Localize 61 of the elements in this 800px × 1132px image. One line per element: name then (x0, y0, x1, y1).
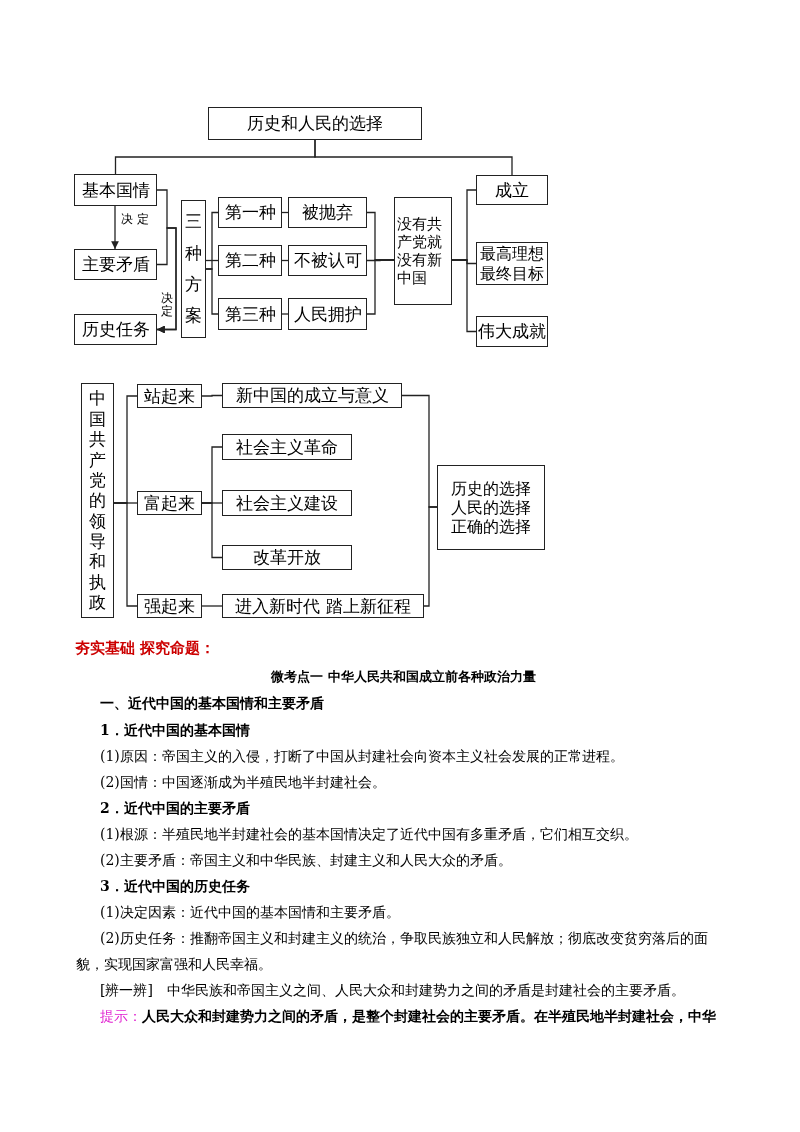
process-box (476, 242, 548, 285)
connector-line (366, 259, 395, 315)
process-box: 成立 (476, 175, 548, 205)
hint-text: 人民大众和封建势力之间的矛盾，是整个封建社会的主要矛盾。在半殖民地半封建社会，中华 (142, 1007, 716, 1026)
connector-line (281, 259, 289, 262)
process-box: 强起来 (137, 594, 202, 618)
connector-line (423, 506, 438, 607)
connector-line (281, 211, 289, 214)
process-box: 富起来 (137, 491, 202, 515)
node-text: 正确的选择 (451, 517, 531, 537)
connector-line (281, 313, 289, 315)
paragraph: (2)国情：中国逐渐成为半殖民地半封建社会。 (99, 773, 387, 792)
arrow (111, 205, 119, 250)
connector-line (113, 502, 138, 607)
process-box: 改革开放 (222, 545, 352, 570)
process-box: 没有共产党就没有新中国 (394, 197, 452, 305)
process-box (437, 465, 545, 550)
node-text: 历史的选择 (451, 478, 531, 498)
subheading: 一、近代中国的基本国情和主要矛盾 (100, 694, 324, 713)
process-box: 进入新时代 踏上新征程 (222, 594, 424, 618)
connector-line (201, 502, 223, 559)
section-heading: 夯实基础 探究命题： (75, 638, 216, 658)
process-box: 伟大成就 (476, 316, 548, 347)
connector-line (205, 268, 219, 315)
vertical-box: 三种方案 (181, 200, 206, 338)
paragraph: (2)历史任务：推翻帝国主义和封建主义的统治，争取民族独立和人民解放；彻底改变贫穷落后的面貌，实现国家富强和人民幸福。 (76, 929, 709, 974)
paragraph: (1)决定因素：近代中国的基本国情和主要矛盾。 (99, 903, 401, 922)
process-box: 第一种 (218, 197, 282, 228)
subheading: 1．近代中国的基本国情 (100, 721, 250, 740)
vertical-box: 中国共产党的领导和执政 (81, 383, 114, 618)
node-text: 最终目标 (480, 263, 544, 283)
paragraph: (1)根源：半殖民地半封建社会的基本国情决定了近代中国有多重矛盾，它们相互交织。 (99, 825, 639, 844)
process-box: 历史和人民的选择 (208, 107, 422, 140)
edge-label: 决定 (161, 292, 173, 318)
process-box: 社会主义建设 (222, 490, 352, 516)
process-box: 第二种 (218, 245, 282, 276)
process-box: 站起来 (137, 384, 202, 408)
process-box: 人民拥护 (288, 298, 367, 330)
process-box: 主要矛盾 (74, 249, 157, 280)
process-box: 基本国情 (74, 174, 157, 206)
process-box: 不被认可 (288, 245, 367, 276)
process-box: 社会主义革命 (222, 434, 352, 460)
connector-line (201, 605, 223, 607)
connector-line (205, 259, 219, 262)
arrow (156, 227, 177, 334)
process-box: 第三种 (218, 298, 282, 330)
paragraph: [辨一辨] 中华民族和帝国主义之间、人民大众和封建势力之间的矛盾是封建社会的主要矛盾。 (99, 981, 686, 1000)
connector-line (451, 259, 477, 333)
subheading: 3．近代中国的历史任务 (100, 877, 250, 896)
process-box: 被抛弃 (288, 197, 367, 228)
paragraph: (1)原因：帝国主义的入侵，打断了中国从封建社会向资本主义社会发展的正常进程。 (99, 747, 625, 766)
paragraph: (2)主要矛盾：帝国主义和中华民族、封建主义和人民大众的矛盾。 (99, 851, 513, 870)
connector-line (201, 394, 223, 397)
hint-label: 提示： (100, 1007, 142, 1026)
node-text: 人民的选择 (451, 497, 531, 518)
process-box: 历史任务 (74, 314, 157, 345)
process-box: 新中国的成立与意义 (222, 383, 402, 408)
connector-line (314, 139, 513, 176)
subheading: 2．近代中国的主要矛盾 (100, 799, 250, 818)
subheading: 微考点一 中华人民共和国成立前各种政治力量 (270, 668, 537, 686)
node-text: 最高理想 (480, 244, 544, 264)
